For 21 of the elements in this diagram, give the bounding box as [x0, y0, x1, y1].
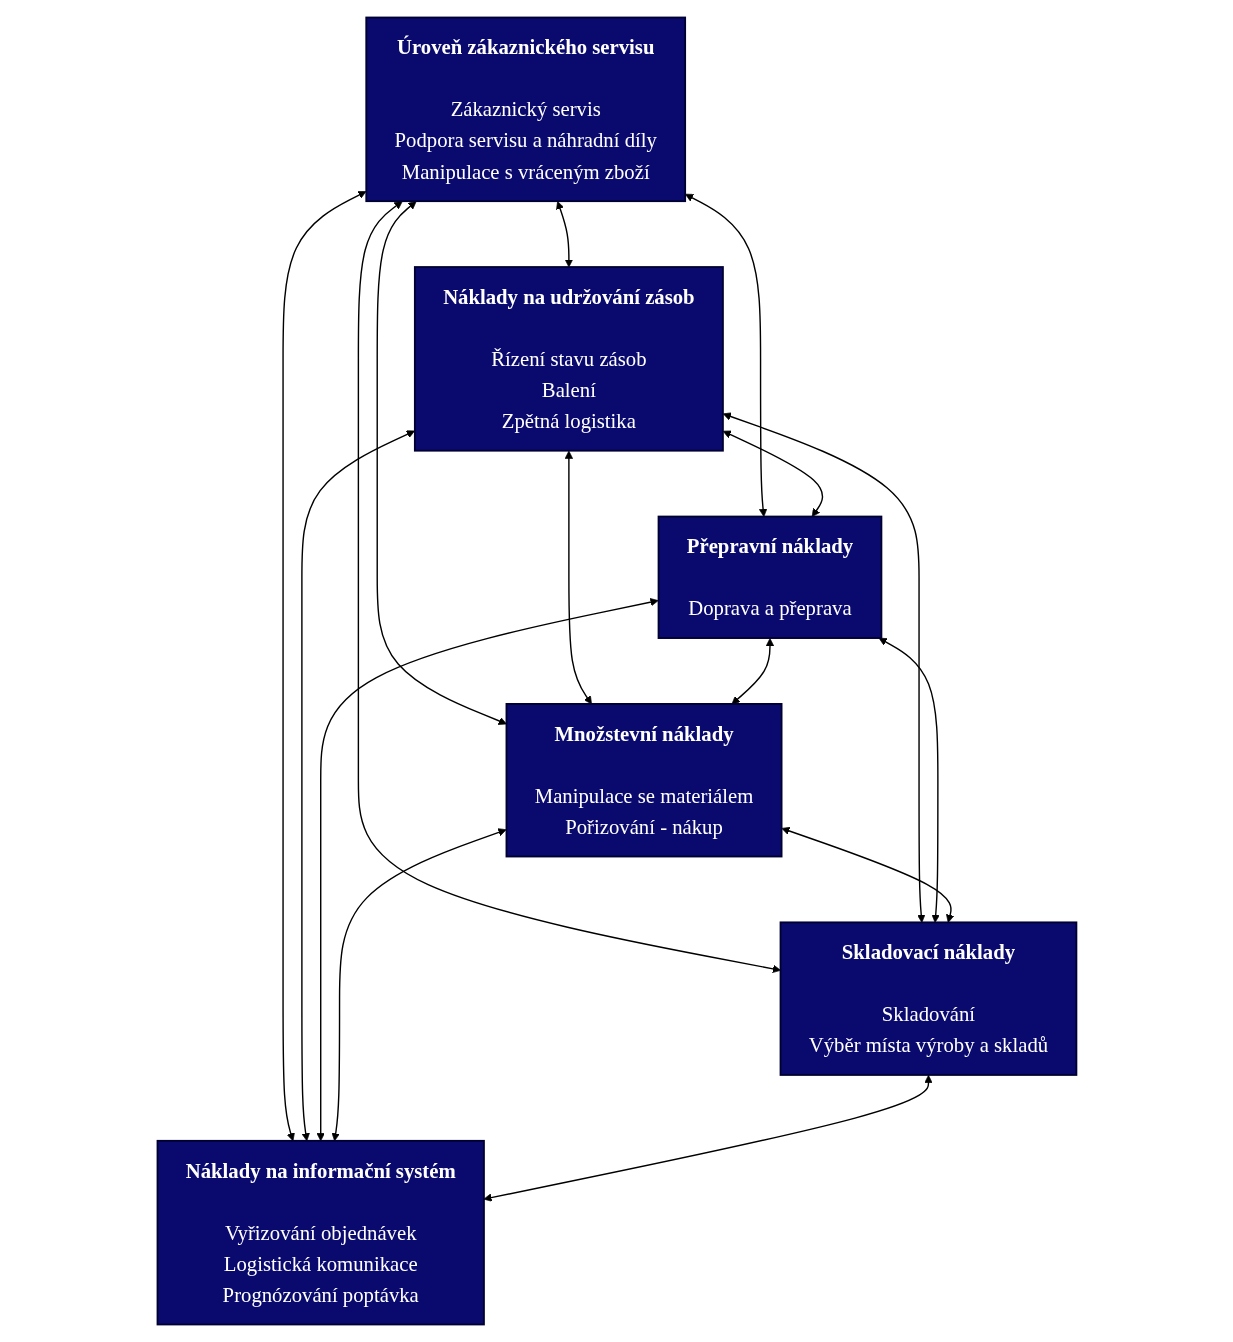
node-box: Skladovací náklady Skladování Výběr místa výroby a skladů [779, 921, 1077, 1076]
arrow [357, 201, 781, 973]
arrow [731, 638, 774, 705]
arrow [684, 193, 767, 517]
arrow [878, 637, 940, 923]
arrow [722, 412, 925, 923]
arrow [781, 826, 954, 923]
arrow [722, 430, 823, 517]
arrow [300, 430, 415, 1142]
arrow [316, 598, 659, 1142]
arrow [555, 201, 573, 268]
arrow [376, 201, 507, 725]
node-box: Náklady na udržování zásob Řízení stavu zásob Balení Zpětná logistika [413, 266, 724, 452]
arrow [483, 1074, 933, 1202]
arrow [281, 191, 366, 1142]
arrow [564, 450, 592, 705]
node-box: Náklady na informační systém Vyřizování objednávek Logistická komunikace Prognózování poptávka [156, 1139, 485, 1326]
node-box: Úroveň zákaznického servisu Zákaznický servis Podpora servisu a náhradní díly Manipulace s vráceným zboží [364, 16, 686, 203]
node-box: Přepravní náklady Doprava a přeprava [657, 515, 882, 639]
arrow [331, 828, 507, 1142]
node-box: Množstevní náklady Manipulace se materiálem Pořizování - nákup [505, 703, 783, 858]
